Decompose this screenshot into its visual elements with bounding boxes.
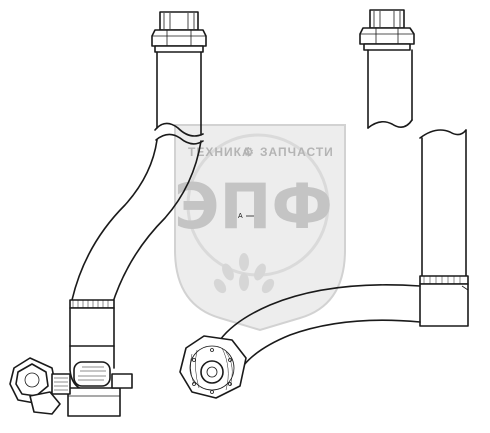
right-top-nut <box>359 9 415 51</box>
watermark-shield <box>174 124 346 332</box>
watermark-text-right: ЗАПЧАСТИ <box>260 145 334 159</box>
center-mark-label: А <box>238 213 243 220</box>
watermark-logo: ЭПФ <box>174 170 333 243</box>
left-bottom-nut <box>9 357 71 415</box>
left-top-nut <box>151 11 207 53</box>
watermark: ТЕХНИКА ⚙ ЗАПЧАСТИ ЭПФ <box>174 124 346 332</box>
right-bottom-fitting <box>179 335 247 399</box>
watermark-wheat-icon <box>213 253 275 294</box>
left-weld-ring <box>69 299 115 309</box>
left-pipe-assembly <box>9 11 207 417</box>
watermark-text-left: ТЕХНИКА <box>188 145 252 159</box>
watermark-gear-icon: ⚙ <box>243 145 255 159</box>
right-pipe-assembly <box>179 9 469 399</box>
